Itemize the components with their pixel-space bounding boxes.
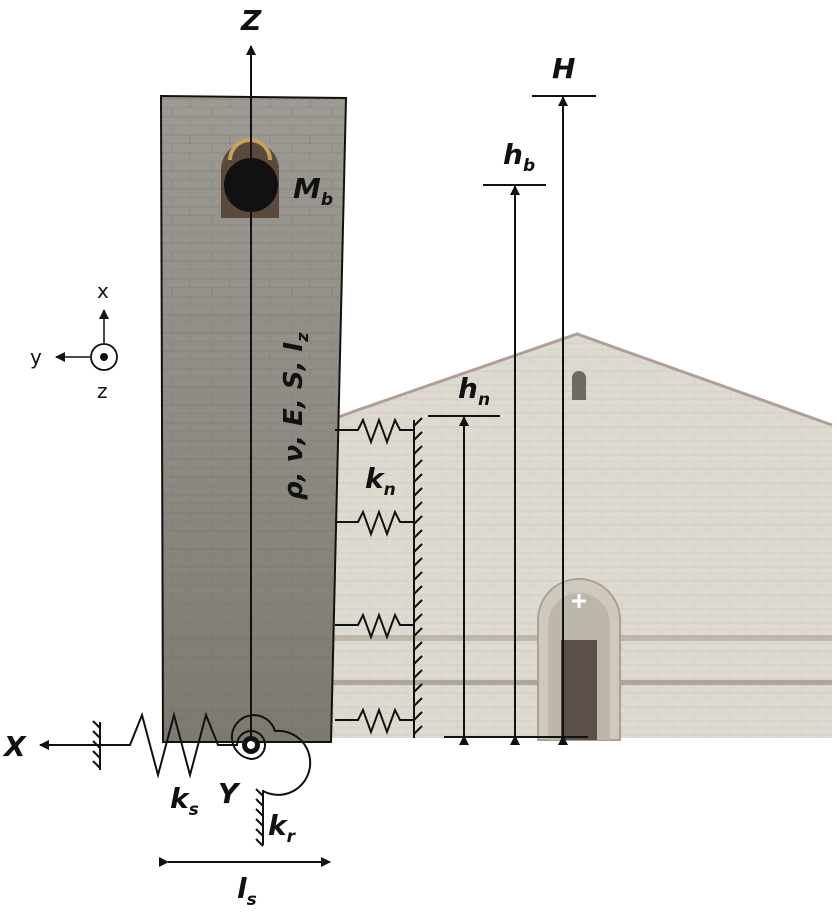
- triad-y-label: y: [30, 345, 42, 369]
- k-r-label: kr: [268, 809, 297, 847]
- H-label: H: [552, 52, 575, 85]
- h-n-label: hn: [458, 372, 490, 410]
- church-window: [572, 371, 586, 400]
- triad-x-label: x: [97, 279, 109, 303]
- lateral-springs: [335, 417, 414, 735]
- x-axis-label: X: [2, 730, 27, 763]
- coordinate-triad: x y z: [30, 279, 118, 403]
- ground-wall: [413, 417, 423, 738]
- l-s-label: ls: [237, 872, 257, 910]
- church-facade: [330, 332, 833, 741]
- tower-properties-label: ρ, ν, E, S, Iz: [279, 332, 312, 500]
- h-b-label: hb: [503, 138, 535, 176]
- k-s-label: ks: [170, 782, 199, 820]
- rotational-spring-k-r: [230, 714, 312, 847]
- mass-label: Mb: [293, 172, 333, 210]
- k-n-label: kn: [365, 462, 396, 500]
- z-axis-label: Z: [240, 4, 262, 37]
- triad-z-label: z: [97, 379, 108, 403]
- bell-tower: [159, 94, 348, 743]
- height-dimensions: [428, 95, 596, 745]
- y-support-label: Y: [218, 777, 241, 810]
- church-portal: [537, 578, 621, 741]
- spring-k-s: [100, 711, 238, 779]
